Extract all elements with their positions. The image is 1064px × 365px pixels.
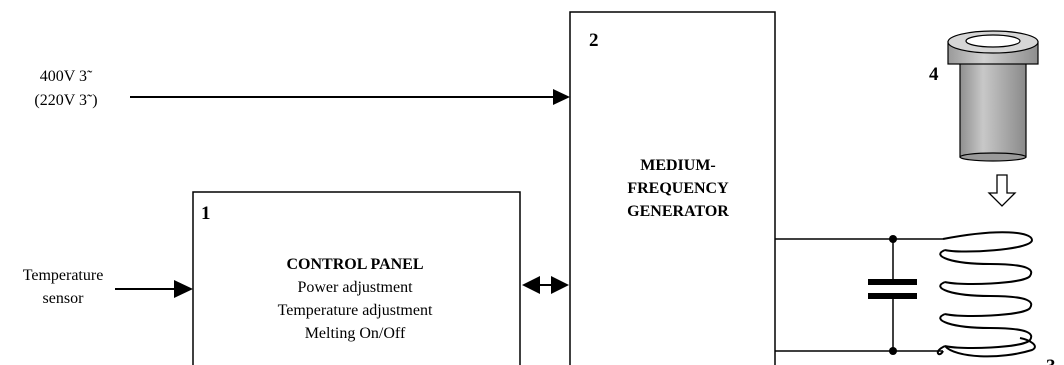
generator-title-line-2: FREQUENCY bbox=[627, 180, 729, 197]
supply-voltage-alt-label: (220V 3˜) bbox=[34, 92, 97, 109]
induction-coil bbox=[936, 231, 1036, 358]
sensor-label-line-2: sensor bbox=[43, 290, 85, 307]
generator-number: 2 bbox=[589, 30, 599, 51]
coil-number: 3 bbox=[1046, 356, 1056, 365]
capacitor-symbol bbox=[868, 239, 917, 351]
output-wires bbox=[775, 235, 943, 355]
control-panel-item-power: Power adjustment bbox=[297, 279, 413, 296]
sensor-arrow bbox=[115, 280, 193, 298]
bidirectional-arrow bbox=[522, 276, 569, 294]
supply-voltage-label: 400V 3˜ bbox=[40, 68, 93, 85]
sensor-label-line-1: Temperature bbox=[23, 267, 104, 284]
generator-block: 2 MEDIUM- FREQUENCY GENERATOR bbox=[569, 11, 776, 365]
crucible-graphic bbox=[947, 30, 1039, 162]
control-panel-item-melting: Melting On/Off bbox=[305, 325, 406, 342]
control-panel-block: 1 CONTROL PANEL Power adjustment Tempera… bbox=[192, 191, 521, 365]
insertion-arrow bbox=[987, 174, 1017, 207]
generator-title-line-1: MEDIUM- bbox=[640, 157, 716, 174]
control-panel-number: 1 bbox=[201, 203, 211, 224]
supply-arrow bbox=[130, 89, 570, 105]
control-panel-title: CONTROL PANEL bbox=[286, 256, 423, 273]
control-panel-item-temperature: Temperature adjustment bbox=[278, 302, 433, 319]
crucible-number: 4 bbox=[929, 64, 939, 85]
generator-title-line-3: GENERATOR bbox=[627, 203, 729, 220]
